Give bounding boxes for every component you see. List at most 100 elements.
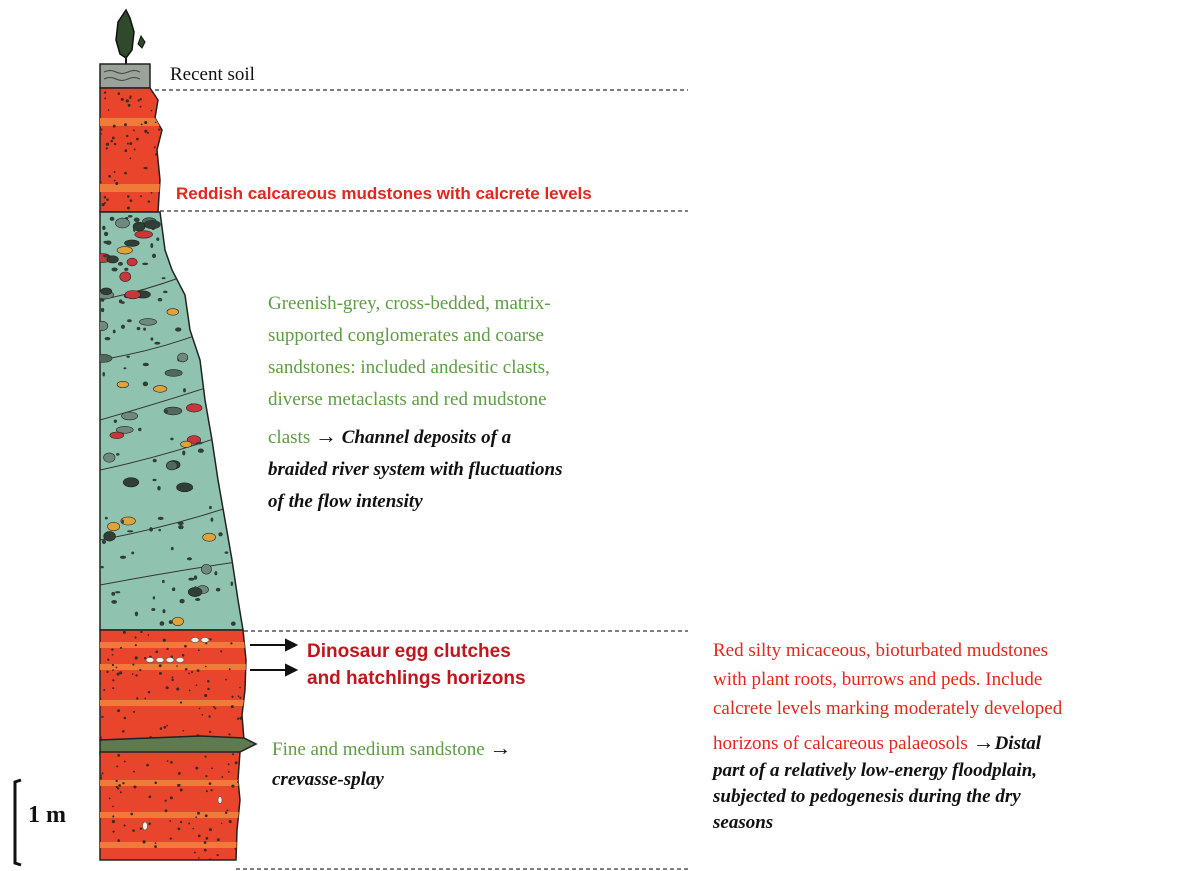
clast	[152, 254, 156, 258]
texture-dot	[166, 686, 169, 689]
texture-dot	[146, 764, 149, 767]
clast	[125, 240, 140, 246]
arrow-right-icon: →	[315, 423, 337, 448]
clast	[178, 525, 183, 529]
texture-dot	[107, 659, 109, 661]
texture-dot	[160, 727, 163, 730]
texture-dot	[108, 175, 111, 178]
texture-dot	[166, 648, 168, 650]
texture-dot	[122, 730, 125, 733]
texture-dot	[113, 125, 116, 128]
clast	[231, 622, 236, 626]
texture-dot	[188, 822, 190, 824]
texture-dot	[154, 781, 157, 784]
texture-dot	[112, 820, 115, 823]
texture-dot	[221, 776, 223, 778]
texture-dot	[99, 683, 101, 685]
clast	[165, 370, 182, 377]
clast	[170, 438, 173, 441]
texture-dot	[170, 796, 173, 799]
texture-dot	[239, 697, 241, 699]
clast	[188, 578, 194, 581]
texture-dot	[207, 680, 209, 682]
clast	[118, 262, 123, 266]
arrow-right-icon	[250, 640, 296, 650]
clast	[211, 518, 214, 522]
texture-dot	[178, 827, 181, 830]
texture-dot	[197, 812, 200, 815]
clast	[162, 609, 165, 613]
conglomerate-interpretation-2: braided river system with fluctuations	[268, 454, 688, 486]
texture-dot	[205, 775, 207, 777]
clast	[104, 232, 108, 236]
red-silty-interpretation-4: seasons	[713, 810, 1173, 836]
clast	[157, 486, 160, 490]
texture-dot	[210, 789, 212, 791]
clast	[143, 328, 146, 331]
texture-dot	[149, 795, 152, 798]
clast	[128, 215, 133, 218]
texture-dot	[124, 824, 126, 826]
clast	[156, 237, 159, 241]
texture-dot	[159, 664, 162, 667]
texture-dot	[198, 857, 200, 859]
texture-dot	[102, 772, 104, 774]
texture-dot	[144, 121, 147, 124]
clast	[178, 353, 188, 362]
red-silty-line-3: calcrete levels marking moderately devel…	[713, 694, 1173, 723]
clast	[123, 367, 126, 369]
texture-dot	[136, 138, 139, 141]
texture-dot	[120, 791, 122, 793]
clast	[186, 404, 202, 412]
clast	[126, 356, 130, 358]
clast	[142, 263, 148, 266]
texture-dot	[188, 673, 190, 675]
clast	[196, 442, 202, 445]
dinosaur-line-1: Dinosaur egg clutches	[307, 638, 526, 665]
clast	[101, 288, 112, 295]
texture-dot	[112, 679, 114, 681]
texture-dot	[198, 649, 200, 651]
texture-dot	[139, 106, 141, 108]
clast	[163, 291, 167, 294]
texture-dot	[132, 663, 134, 665]
clast	[231, 581, 233, 586]
texture-dot	[123, 631, 126, 634]
texture-dot	[191, 671, 193, 673]
clast	[111, 592, 115, 596]
texture-dot	[122, 782, 124, 784]
clast	[218, 532, 222, 536]
texture-dot	[133, 771, 135, 773]
texture-dot	[112, 815, 114, 817]
texture-dot	[160, 143, 162, 145]
texture-dot	[225, 679, 227, 681]
texture-dot	[235, 761, 238, 764]
clast	[162, 277, 166, 279]
clast	[179, 599, 184, 603]
texture-dot	[180, 821, 182, 823]
texture-dot	[115, 780, 117, 782]
texture-dot	[130, 813, 133, 816]
clast	[113, 330, 116, 334]
clast	[172, 617, 183, 625]
texture-dot	[244, 722, 247, 725]
clast	[151, 608, 155, 611]
texture-dot	[106, 147, 108, 149]
texture-dot	[104, 202, 106, 204]
clast	[105, 517, 108, 520]
texture-dot	[144, 130, 147, 133]
texture-dot	[229, 820, 232, 823]
texture-dot	[170, 761, 173, 764]
arrow-right-icon: →	[973, 729, 995, 754]
texture-dot	[204, 841, 207, 844]
texture-dot	[208, 715, 210, 717]
clast	[121, 519, 123, 523]
clast	[167, 309, 179, 316]
texture-dot	[159, 672, 162, 675]
tree-icon	[116, 10, 145, 64]
clast	[110, 217, 115, 221]
upper-red-layer	[99, 88, 170, 212]
clast	[143, 382, 148, 387]
texture-dot	[205, 666, 207, 668]
red-silty-line-1: Red silty micaceous, bioturbated mudston…	[713, 636, 1173, 665]
